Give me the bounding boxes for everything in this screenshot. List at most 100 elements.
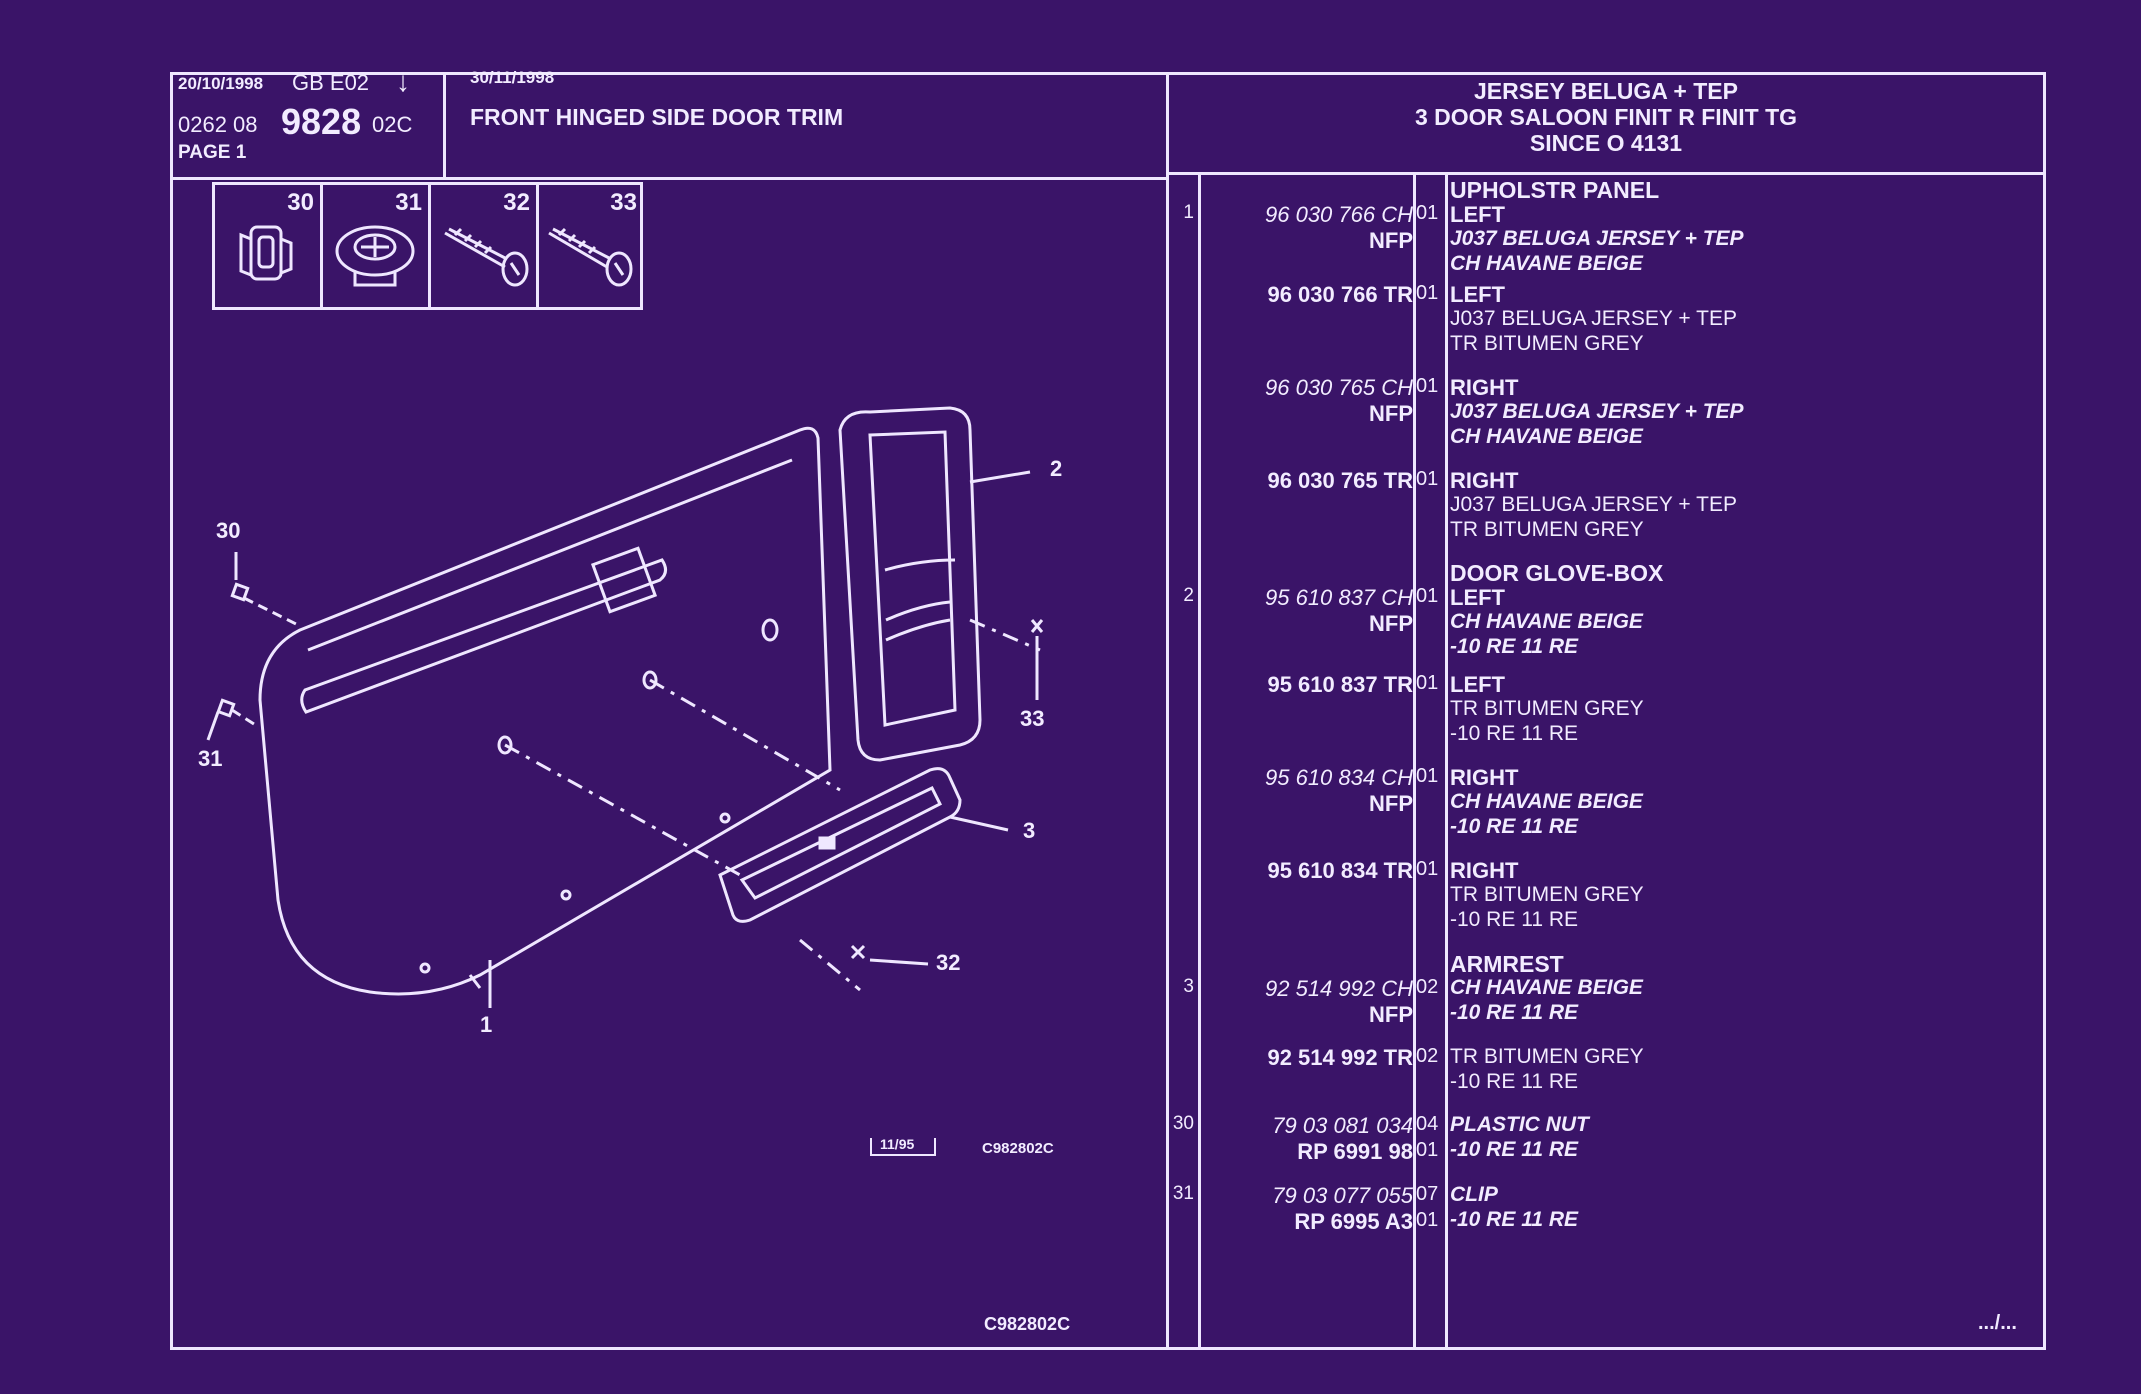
part-description: J037 BELUGA JERSEY + TEP <box>1450 493 1737 516</box>
part-side: LEFT <box>1450 282 1505 307</box>
column-ref-divider <box>1198 172 1201 1350</box>
ref-number: 31 <box>395 189 422 216</box>
ref-number: 30 <box>287 189 314 216</box>
part-description: CH HAVANE BEIGE <box>1450 976 1643 999</box>
header-date: 20/10/1998 <box>178 74 264 93</box>
part-quantity: 01 <box>1416 672 1439 694</box>
part-number: 79 03 077 055 <box>1272 1183 1413 1208</box>
part-number-secondary: NFP <box>1369 228 1413 253</box>
part-ref-number: 2 <box>1183 585 1194 606</box>
part-side: RIGHT <box>1450 858 1519 883</box>
part-side: RIGHT <box>1450 765 1519 790</box>
callout-1: 1 <box>480 1012 492 1037</box>
small-parts-strip: 30 31 32 <box>212 182 643 310</box>
part-description: TR BITUMEN GREY <box>1450 332 1644 355</box>
part-number: 79 03 081 034 <box>1272 1113 1413 1138</box>
part-number: 95 610 837 CH <box>1265 585 1413 610</box>
part-quantity: 01 <box>1416 585 1439 607</box>
header-right-line2: 3 DOOR SALOON FINIT R FINIT TG <box>1414 104 1798 130</box>
upholstery-panel <box>258 426 832 996</box>
divider-header-right <box>1166 172 2046 175</box>
part-ref-number: 1 <box>1183 202 1194 223</box>
part-quantity: 02 <box>1416 976 1439 998</box>
part-description: CH HAVANE BEIGE <box>1450 252 1643 275</box>
part-ref-number: 31 <box>1172 1183 1194 1204</box>
callout-2: 2 <box>1050 456 1062 481</box>
plastic-nut-icon <box>239 225 293 281</box>
part-description: -10 RE 11 RE <box>1450 1070 1578 1093</box>
part-quantity: 07 <box>1416 1183 1439 1205</box>
part-number: 92 514 992 CH <box>1265 976 1413 1001</box>
part-description: J037 BELUGA JERSEY + TEP <box>1450 307 1737 330</box>
part-description: TR BITUMEN GREY <box>1450 697 1644 720</box>
door-glove-box <box>838 406 982 762</box>
ref-cell-32: 32 <box>431 185 539 307</box>
part-quantity: 01 <box>1416 375 1439 397</box>
column-qty-divider <box>1445 172 1448 1350</box>
part-description: TR BITUMEN GREY <box>1450 1045 1644 1068</box>
header-page: PAGE 1 <box>178 142 247 163</box>
section-heading: DOOR GLOVE-BOX <box>1450 560 1664 586</box>
part-quantity-secondary: 01 <box>1416 1209 1439 1231</box>
ref-number: 32 <box>503 189 530 216</box>
part-number-secondary: RP 6995 A3 <box>1294 1209 1413 1234</box>
part-number-secondary: NFP <box>1369 791 1413 816</box>
part-side: LEFT <box>1450 202 1505 227</box>
part-description: J037 BELUGA JERSEY + TEP <box>1450 227 1744 250</box>
callout-33: 33 <box>1020 706 1044 731</box>
part-side: LEFT <box>1450 672 1505 697</box>
part-number: 92 514 992 TR <box>1267 1045 1413 1070</box>
page-title: FRONT HINGED SIDE DOOR TRIM <box>470 104 844 130</box>
part-quantity: 01 <box>1416 202 1439 224</box>
part-number-secondary: NFP <box>1369 1002 1413 1027</box>
part-quantity: 01 <box>1416 765 1439 787</box>
part-description: -10 RE 11 RE <box>1450 722 1578 745</box>
callout-3: 3 <box>1023 818 1035 843</box>
part-quantity: 01 <box>1416 282 1439 304</box>
continuation-mark: .../... <box>1978 1312 2017 1334</box>
header-lang-code: GB E02 <box>292 70 370 95</box>
part-description: TR BITUMEN GREY <box>1450 883 1644 906</box>
part-number: 96 030 765 TR <box>1267 468 1413 493</box>
part-quantity: 01 <box>1416 858 1439 880</box>
divider-header-title <box>443 72 446 178</box>
part-number: 96 030 766 CH <box>1265 202 1413 227</box>
part-description: -10 RE 11 RE <box>1450 908 1578 931</box>
part-quantity: 01 <box>1416 468 1439 490</box>
revision-stamp: 11/95 <box>870 1136 936 1156</box>
callout-30: 30 <box>216 518 240 543</box>
part-quantity-secondary: 01 <box>1416 1139 1439 1161</box>
ref-cell-30: 30 <box>215 185 323 307</box>
part-number: 95 610 837 TR <box>1267 672 1413 697</box>
header-ref-suffix: 02C <box>372 112 413 137</box>
ref-cell-31: 31 <box>323 185 431 307</box>
part-description: -10 RE 11 RE <box>1450 1001 1578 1024</box>
part-number-secondary: NFP <box>1369 611 1413 636</box>
part-description: CLIP <box>1450 1183 1498 1206</box>
part-ref-number: 30 <box>1172 1113 1194 1134</box>
part-description: CH HAVANE BEIGE <box>1450 790 1643 813</box>
diagram-code: C982802C <box>982 1140 1054 1157</box>
part-description: J037 BELUGA JERSEY + TEP <box>1450 400 1744 423</box>
callout-32: 32 <box>936 950 960 975</box>
part-side: RIGHT <box>1450 375 1519 400</box>
armrest <box>718 767 962 923</box>
part-number-secondary: NFP <box>1369 401 1413 426</box>
part-description: -10 RE 11 RE <box>1450 1138 1578 1161</box>
part-description: -10 RE 11 RE <box>1450 1208 1578 1231</box>
part-side: RIGHT <box>1450 468 1519 493</box>
screw-icon <box>548 227 633 287</box>
part-description: -10 RE 11 RE <box>1450 815 1578 838</box>
header-ref-main: 9828 <box>281 101 362 142</box>
